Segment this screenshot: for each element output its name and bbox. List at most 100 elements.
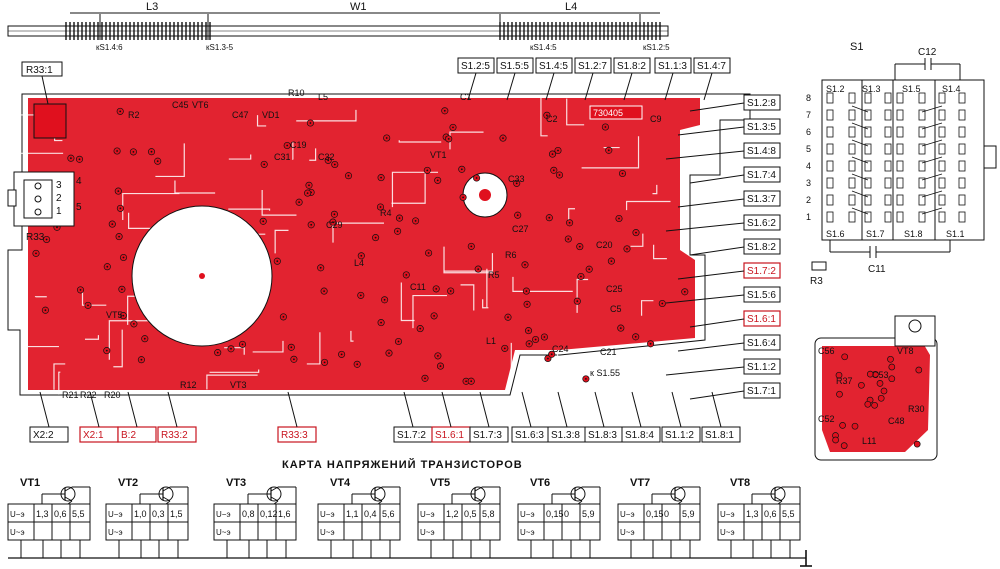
switch-contact [826,211,834,223]
tap-label: кS1.4:5 [530,43,557,52]
board-trace-gap [81,289,107,306]
sub-board-component-label: C53 [872,370,889,380]
board-trace-gap [652,184,658,195]
voltage-value: 5,5 [72,509,85,519]
solder-pad-hole [661,302,664,305]
board-trace-gap [306,332,321,365]
solder-pad-hole [578,245,581,248]
voltage-value: 0,15 [546,509,564,519]
solder-pad-hole [683,290,686,293]
voltage-row-label: U~э [520,528,535,537]
solder-pad [876,380,884,387]
solder-pad-hole [385,137,388,139]
coil-l3-label: L3 [146,1,158,13]
switch-contact [884,109,892,121]
right-tag: S1.3:7 [747,194,776,205]
board-trace-gap [21,345,59,374]
voltage-value: 1,2 [446,509,459,519]
top-tag: S1.2:7 [578,61,607,72]
solder-pad-hole [286,144,289,147]
solder-pad-hole [78,158,81,161]
voltage-row-label: U−э [216,510,231,519]
solder-pad-hole [534,338,537,341]
board-component-label: L1 [486,336,496,346]
switch-contact [938,109,946,121]
connector-pin: 1 [56,206,62,217]
solder-pad-hole [119,207,122,210]
solder-pad-hole [241,343,244,346]
switch-section-label: S1.1 [946,229,965,239]
solder-pad-hole [380,321,382,324]
switch-section-label: S1.6 [826,229,845,239]
solder-pad-hole [150,150,153,153]
solder-pad-hole [460,168,463,171]
bottom-tag: S1.6:3 [515,430,544,441]
tap-label: кS1.2:5 [643,43,670,52]
solder-pad [858,381,865,389]
transistor-name: VT6 [530,477,550,489]
board-component-label: R5 [488,270,500,280]
solder-pad-hole [524,263,526,266]
solder-pad-hole [528,342,531,345]
voltage-row-label: U~э [620,528,635,537]
board-trace-gap [625,200,671,211]
solder-pad-hole [443,109,446,112]
switch-contact [884,126,892,138]
board-component-label: L5 [318,92,328,102]
board-trace-gap [108,320,156,360]
switch-contact [884,211,892,223]
ferrite-antenna: L3 W1 L4 кS1.4:6 кS1.3-5 кS1.4:5 кS1.2:5 [7,1,670,52]
voltage-value: 5,9 [582,509,595,519]
solder-pad-hole [45,238,48,241]
solder-pad-hole [427,252,430,254]
transistor-name: VT4 [330,477,351,489]
switch-contact [896,177,904,189]
voltage-value: 5,9 [682,509,695,519]
switch-contact [896,194,904,206]
solder-pad-hole [359,294,362,297]
solder-pad-hole [383,298,386,301]
switch-contact [896,126,904,138]
board-trace-gap [252,340,284,353]
switch-contact [864,177,872,189]
switch-contact [958,92,966,104]
solder-pad-hole [419,327,422,330]
switch-contact [958,211,966,223]
right-tag-box [743,118,781,135]
board-trace-gap [350,330,354,342]
board-component-label: R4 [380,208,392,218]
solder-pad-hole [507,316,509,319]
connector-pin: 2 [56,193,62,204]
switch-contact [826,109,834,121]
solder-pad-hole [293,358,295,361]
solder-pad-hole [298,201,300,204]
switch-contact [864,126,872,138]
right-tag-box [743,358,781,375]
connector-label: R33 [26,232,45,243]
solder-pad-hole [621,172,624,175]
board-component-label: к S1.55 [590,368,620,378]
solder-pad-hole [310,223,313,226]
solder-pad-hole [405,274,408,276]
solder-pad [888,363,896,371]
solder-pad-hole [462,196,464,199]
voltage-value: 0,6 [764,509,777,519]
solder-pad-hole [547,357,549,360]
switch-contact [938,160,946,172]
right-tag-box [743,214,781,231]
solder-pad-hole [437,355,439,357]
switch-contact [958,160,966,172]
connector-r33: 3 2 1 4 5 R33 R33:1 [7,61,82,243]
board-trace-gap [256,115,267,127]
solder-pad-hole [133,323,135,325]
solder-pad-hole [396,230,399,233]
solder-pad-hole [340,353,343,356]
sub-board-component-label: VT8 [897,346,914,356]
bottom-tag: S1.8:4 [625,430,654,441]
solder-pad [832,436,839,444]
right-tag-box [743,94,781,111]
